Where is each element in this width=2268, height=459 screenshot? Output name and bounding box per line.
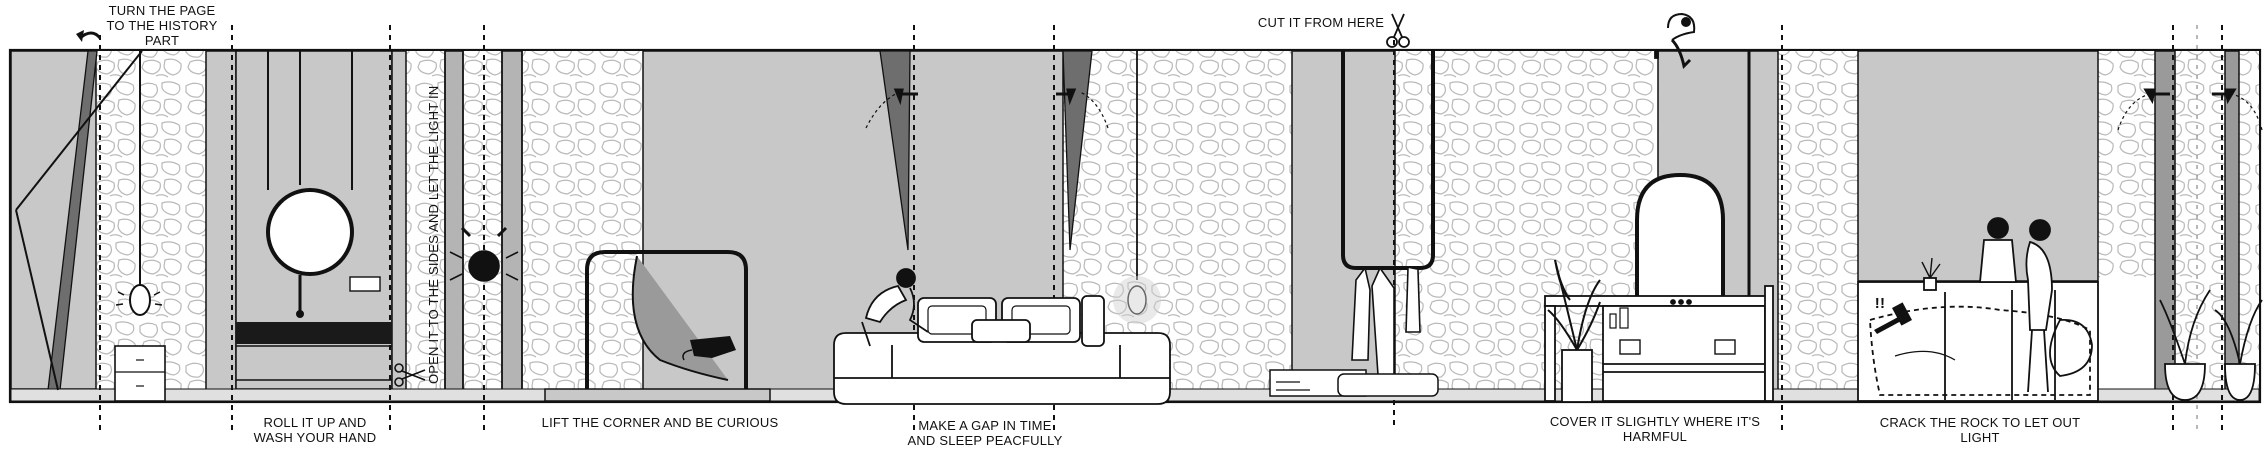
zone-cover-it: [1544, 49, 1774, 403]
arrow-turn-icon: [2143, 88, 2237, 105]
faucet-icon: [1667, 12, 1696, 69]
annotation-cover-it: COVER IT SLIGHTLY WHERE IT'S HARMFUL: [1549, 414, 1761, 444]
zone-make-gap: [833, 51, 1171, 405]
annotation-cut-it: CUT IT FROM HERE: [1257, 15, 1385, 30]
annotation-open-sides: OPEN IT TO THE SIDES AND LET THE LIGHT I…: [426, 85, 441, 384]
zone-cut-it: [1269, 51, 1439, 397]
annotation-crack-rock: CRACK THE ROCK TO LET OUT LIGHT: [1879, 415, 2081, 445]
arrow-turn-icon: [893, 88, 1077, 106]
zone-roll-up: [236, 51, 392, 381]
scissors-icon: [394, 363, 426, 387]
annotation-turn-page: TURN THE PAGE TO THE HISTORY PART: [106, 3, 218, 48]
annotation-roll-up: ROLL IT UP AND WASH YOUR HAND: [253, 415, 377, 445]
plants: [2159, 289, 2263, 401]
zone-crack-rock: [1857, 217, 2099, 402]
arrow-turn-icon: [76, 30, 102, 42]
annotation-make-gap: MAKE A GAP IN TIME AND SLEEP PEACFULLY: [907, 418, 1063, 448]
scissors-icon: [1386, 13, 1410, 48]
zone-turn-page: [15, 50, 166, 402]
hand-icon: [682, 336, 736, 361]
annotation-exclaim: !!: [1874, 295, 1886, 312]
curtains: [47, 50, 1093, 391]
zone-open-sides: [444, 51, 523, 389]
hammer-icon: [1874, 302, 1912, 334]
annotation-lift-corner: LIFT THE CORNER AND BE CURIOUS: [541, 415, 779, 430]
